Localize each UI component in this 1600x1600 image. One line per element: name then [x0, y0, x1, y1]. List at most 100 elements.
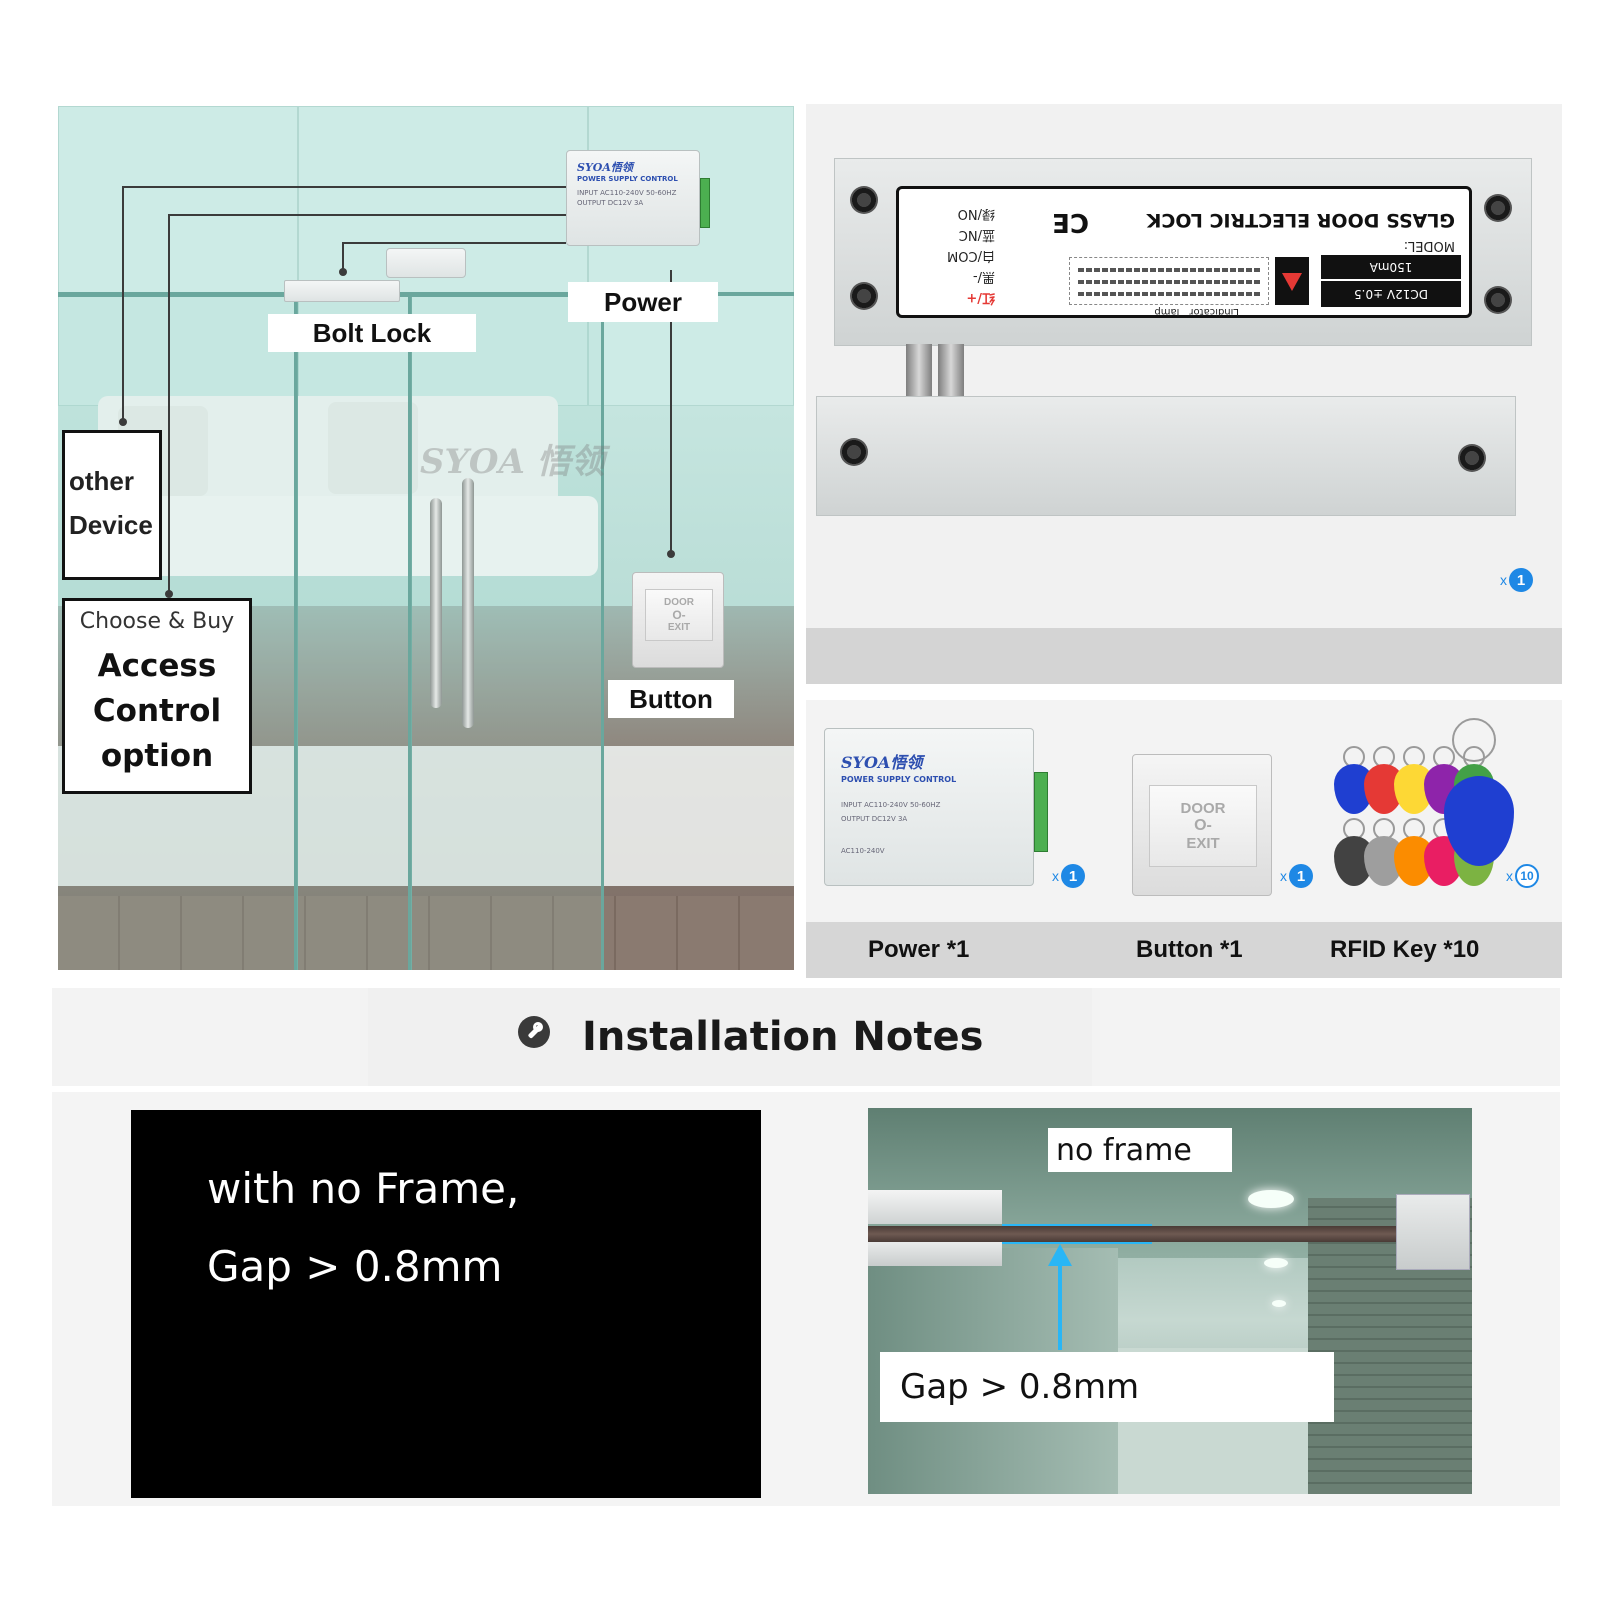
other-device-line1: other: [69, 466, 134, 496]
wire-end: [339, 268, 347, 276]
indicator-row: Lindicator lamp: [1154, 306, 1239, 317]
wire: [342, 242, 566, 244]
wire-end: [119, 418, 127, 426]
rfid-count-label: RFID Key *10: [1330, 936, 1480, 963]
terminal-label: 白/COM: [947, 248, 995, 263]
wire: [670, 270, 672, 554]
accessories-panel: SYOA悟领 POWER SUPPLY CONTROL INPUT AC110-…: [806, 700, 1562, 922]
power-quantity: x 1: [1052, 864, 1085, 888]
terminal-block: [700, 178, 710, 228]
wire-end: [165, 590, 173, 598]
device-input: INPUT AC110-240V 50-60HZ: [577, 189, 677, 197]
screw-icon: [1484, 286, 1512, 314]
rfid-key-fob-icon: [1444, 776, 1514, 866]
access-control-box: Choose & Buy Access Control option: [62, 598, 252, 794]
installation-notes-title: Installation Notes: [582, 1014, 984, 1060]
screw-icon: [850, 282, 878, 310]
terminal-label: 蓝/NC: [958, 227, 995, 242]
indicator-label: Lindicator: [1189, 306, 1239, 317]
power-count-label: Power *1: [868, 936, 970, 963]
wire: [122, 186, 124, 422]
access-control-line2: Control: [92, 693, 222, 729]
lock-quantity: x 1: [1500, 568, 1533, 592]
gap-label: Gap > 0.8mm: [880, 1352, 1334, 1422]
wood-floor: [58, 896, 794, 970]
quantity-prefix: x: [1500, 572, 1507, 588]
access-control-line3: option: [100, 738, 214, 774]
bolt-lock-device: [284, 280, 400, 302]
device-title: POWER SUPPLY CONTROL: [841, 775, 957, 784]
lock-strip: [806, 628, 1562, 684]
lock-pin: [938, 344, 964, 400]
device-output: OUTPUT DC12V 3A: [841, 815, 908, 823]
watermark: SYOA 悟领: [420, 442, 605, 482]
exit-button-device: DOOR O- EXIT: [632, 572, 724, 668]
gap-note-box: with no Frame, Gap > 0.8mm: [131, 1110, 761, 1498]
terminal-list: 红/+ 黑/- 白/COM 蓝/NC 绿/NO: [947, 206, 995, 309]
rfid-key-group: [1318, 718, 1518, 900]
key-ring-icon: [1452, 718, 1496, 762]
lock-model: MODEL:: [1403, 238, 1455, 253]
gap-arrow-icon: [1048, 1244, 1072, 1266]
lock-title: GLASS DOOR ELECTRIC LOCK: [1146, 209, 1455, 231]
sofa-seat: [78, 496, 598, 576]
device-brand: SYOA悟领: [841, 753, 923, 772]
door-handle: [462, 478, 474, 728]
other-device-box: other Device: [62, 430, 162, 580]
exit-exit-text: EXIT: [1186, 835, 1220, 852]
terminal-block: [1034, 772, 1048, 852]
glass-door-left: [294, 294, 412, 970]
accessory-exit-button: DOOR O- EXIT: [1132, 754, 1272, 896]
wire: [168, 214, 566, 216]
key-icon: O-: [672, 608, 686, 622]
quantity-badge: 1: [1509, 568, 1533, 592]
quantity-prefix: x: [1052, 868, 1059, 884]
device-input: INPUT AC110-240V 50-60HZ: [841, 801, 941, 809]
gap-line-top: [1002, 1224, 1152, 1226]
exit-door-text: DOOR: [664, 597, 694, 608]
lock-unit-bottom: [868, 1242, 1002, 1266]
strike-unit: [1396, 1194, 1470, 1270]
warning-block: [1275, 257, 1309, 305]
top-rail: [58, 292, 794, 296]
button-count-label: Button *1: [1136, 936, 1243, 963]
ceiling-light-icon: [1272, 1300, 1286, 1307]
terminal-label: 绿/NO: [957, 206, 995, 221]
device-brand: SYOA悟领: [577, 161, 633, 174]
instruction-text-block: [1069, 257, 1269, 305]
device-output: OUTPUT DC12V 3A: [577, 199, 644, 207]
power-supply-device: SYOA悟领 POWER SUPPLY CONTROL INPUT AC110-…: [566, 150, 700, 246]
screw-icon: [850, 186, 878, 214]
access-control-line1: Access: [97, 648, 217, 684]
wire: [342, 242, 344, 272]
lock-bracket: [386, 248, 466, 278]
gap-note-line2: Gap > 0.8mm: [207, 1242, 503, 1291]
installation-scene: SYOA 悟领 SYOA悟领 POWER SUPPLY CONTROL INPU…: [58, 106, 794, 970]
quantity-badge: 10: [1515, 864, 1539, 888]
ceiling-light-icon: [1248, 1190, 1294, 1208]
cushion: [328, 402, 418, 494]
wire: [168, 214, 170, 594]
glass-gap-band: [868, 1226, 1466, 1242]
screw-icon: [1458, 444, 1486, 472]
gap-note-line1: with no Frame,: [207, 1164, 520, 1213]
screw-icon: [840, 438, 868, 466]
lock-pin: [906, 344, 932, 400]
ceiling-light-icon: [1264, 1258, 1288, 1268]
quantity-badge: 1: [1289, 864, 1313, 888]
terminal-label: 黑/-: [972, 269, 995, 284]
button-quantity: x 1: [1280, 864, 1313, 888]
wire: [122, 186, 566, 188]
ce-mark: CE: [1052, 207, 1089, 237]
device-title: POWER SUPPLY CONTROL: [577, 175, 678, 183]
device-model: AC110-240V: [841, 847, 885, 855]
quantity-badge: 1: [1061, 864, 1085, 888]
door-handle: [430, 498, 442, 708]
accessories-strip: Power *1 Button *1 RFID Key *10: [806, 922, 1562, 978]
access-control-caption: Choose & Buy: [79, 609, 235, 634]
screw-icon: [1484, 194, 1512, 222]
terminal-label: 红/+: [966, 290, 995, 305]
rfid-quantity: x 10: [1506, 864, 1539, 888]
key-icon: O-: [1194, 817, 1212, 834]
exit-door-text: DOOR: [1180, 800, 1226, 817]
